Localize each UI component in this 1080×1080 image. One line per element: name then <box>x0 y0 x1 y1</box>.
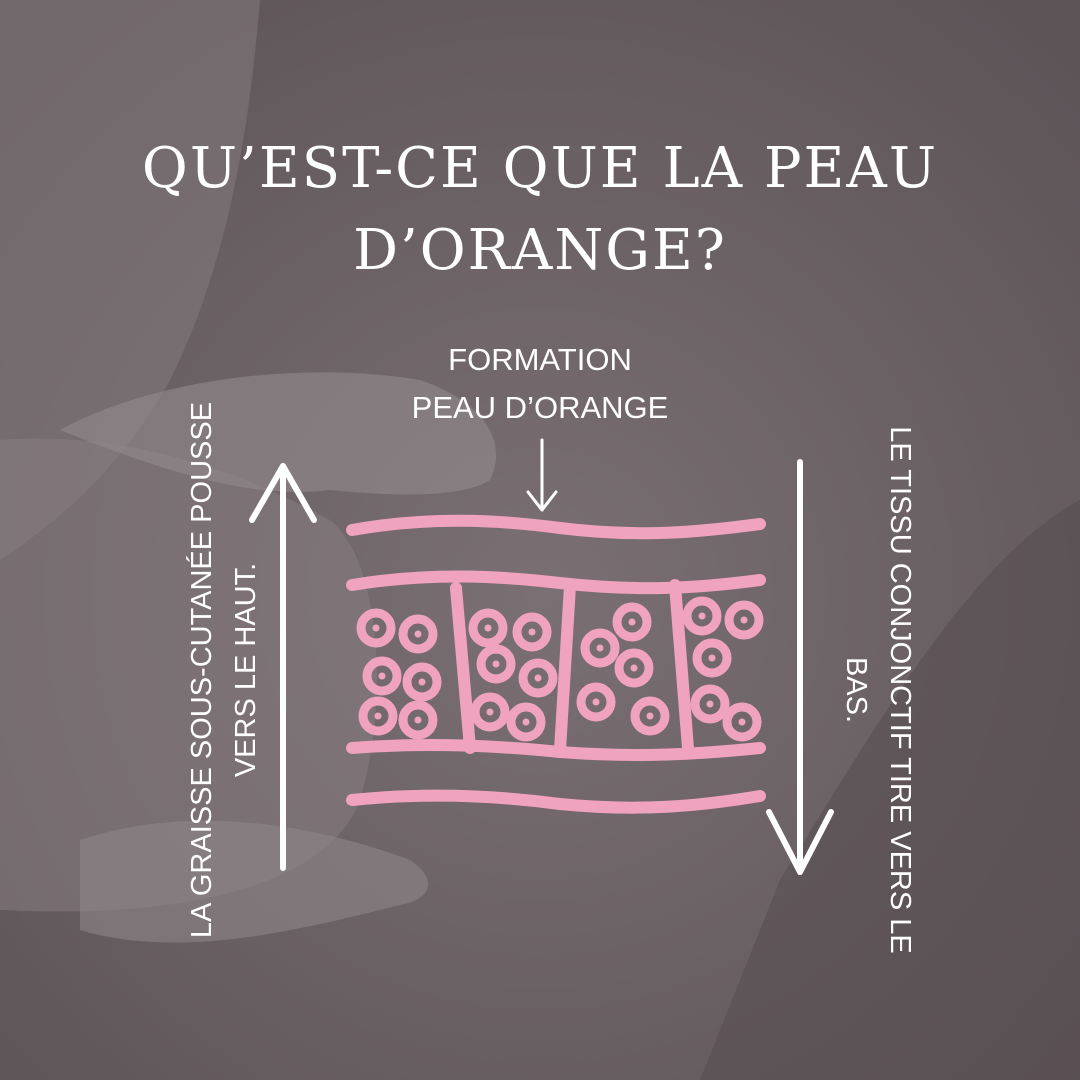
fat-cell <box>630 696 670 736</box>
fat-cell <box>398 614 438 654</box>
fat-cell <box>470 692 510 732</box>
fat-cell <box>398 700 438 740</box>
layer-line-top <box>346 514 766 540</box>
fat-cell <box>576 682 616 722</box>
skin-layers <box>346 514 766 814</box>
formation-label-line-2: PEAU D’ORANGE <box>411 390 669 425</box>
fat-cell <box>724 600 764 640</box>
fat-cell <box>692 638 732 678</box>
fat-cell <box>468 608 508 648</box>
fat-cell <box>362 656 402 696</box>
fat-cell <box>358 696 398 736</box>
fat-cell <box>690 684 730 724</box>
fat-cell <box>580 628 620 668</box>
partition-wall <box>554 580 576 756</box>
fat-cell <box>682 596 722 636</box>
title-line-1: QU’EST-CE QUE LA PEAU <box>141 136 939 201</box>
fat-cell <box>612 602 652 642</box>
layer-line-bottom <box>346 789 766 814</box>
fat-cells <box>356 596 764 742</box>
title-line-2: D’ORANGE? <box>353 218 727 283</box>
layer-line-upper <box>346 570 766 595</box>
cell-nuclei <box>372 612 748 726</box>
fat-cell <box>512 612 552 652</box>
fat-cell <box>614 648 654 688</box>
fat-cell <box>356 608 396 648</box>
formation-label: FORMATION PEAU D’ORANGE <box>340 336 740 432</box>
partition-wall <box>669 579 694 754</box>
arrow-up-icon <box>249 463 317 871</box>
formation-label-line-1: FORMATION <box>448 342 632 377</box>
fat-cell <box>518 658 558 698</box>
fat-cell <box>506 702 546 742</box>
partition-wall <box>450 582 476 754</box>
fat-cell <box>402 662 442 702</box>
page-title: QU’EST-CE QUE LA PEAU D’ORANGE? <box>90 128 990 292</box>
fat-cell <box>722 702 762 742</box>
arrow-down-icon <box>766 459 834 875</box>
small-arrow-down-icon <box>526 438 558 512</box>
fat-cell <box>476 644 516 684</box>
